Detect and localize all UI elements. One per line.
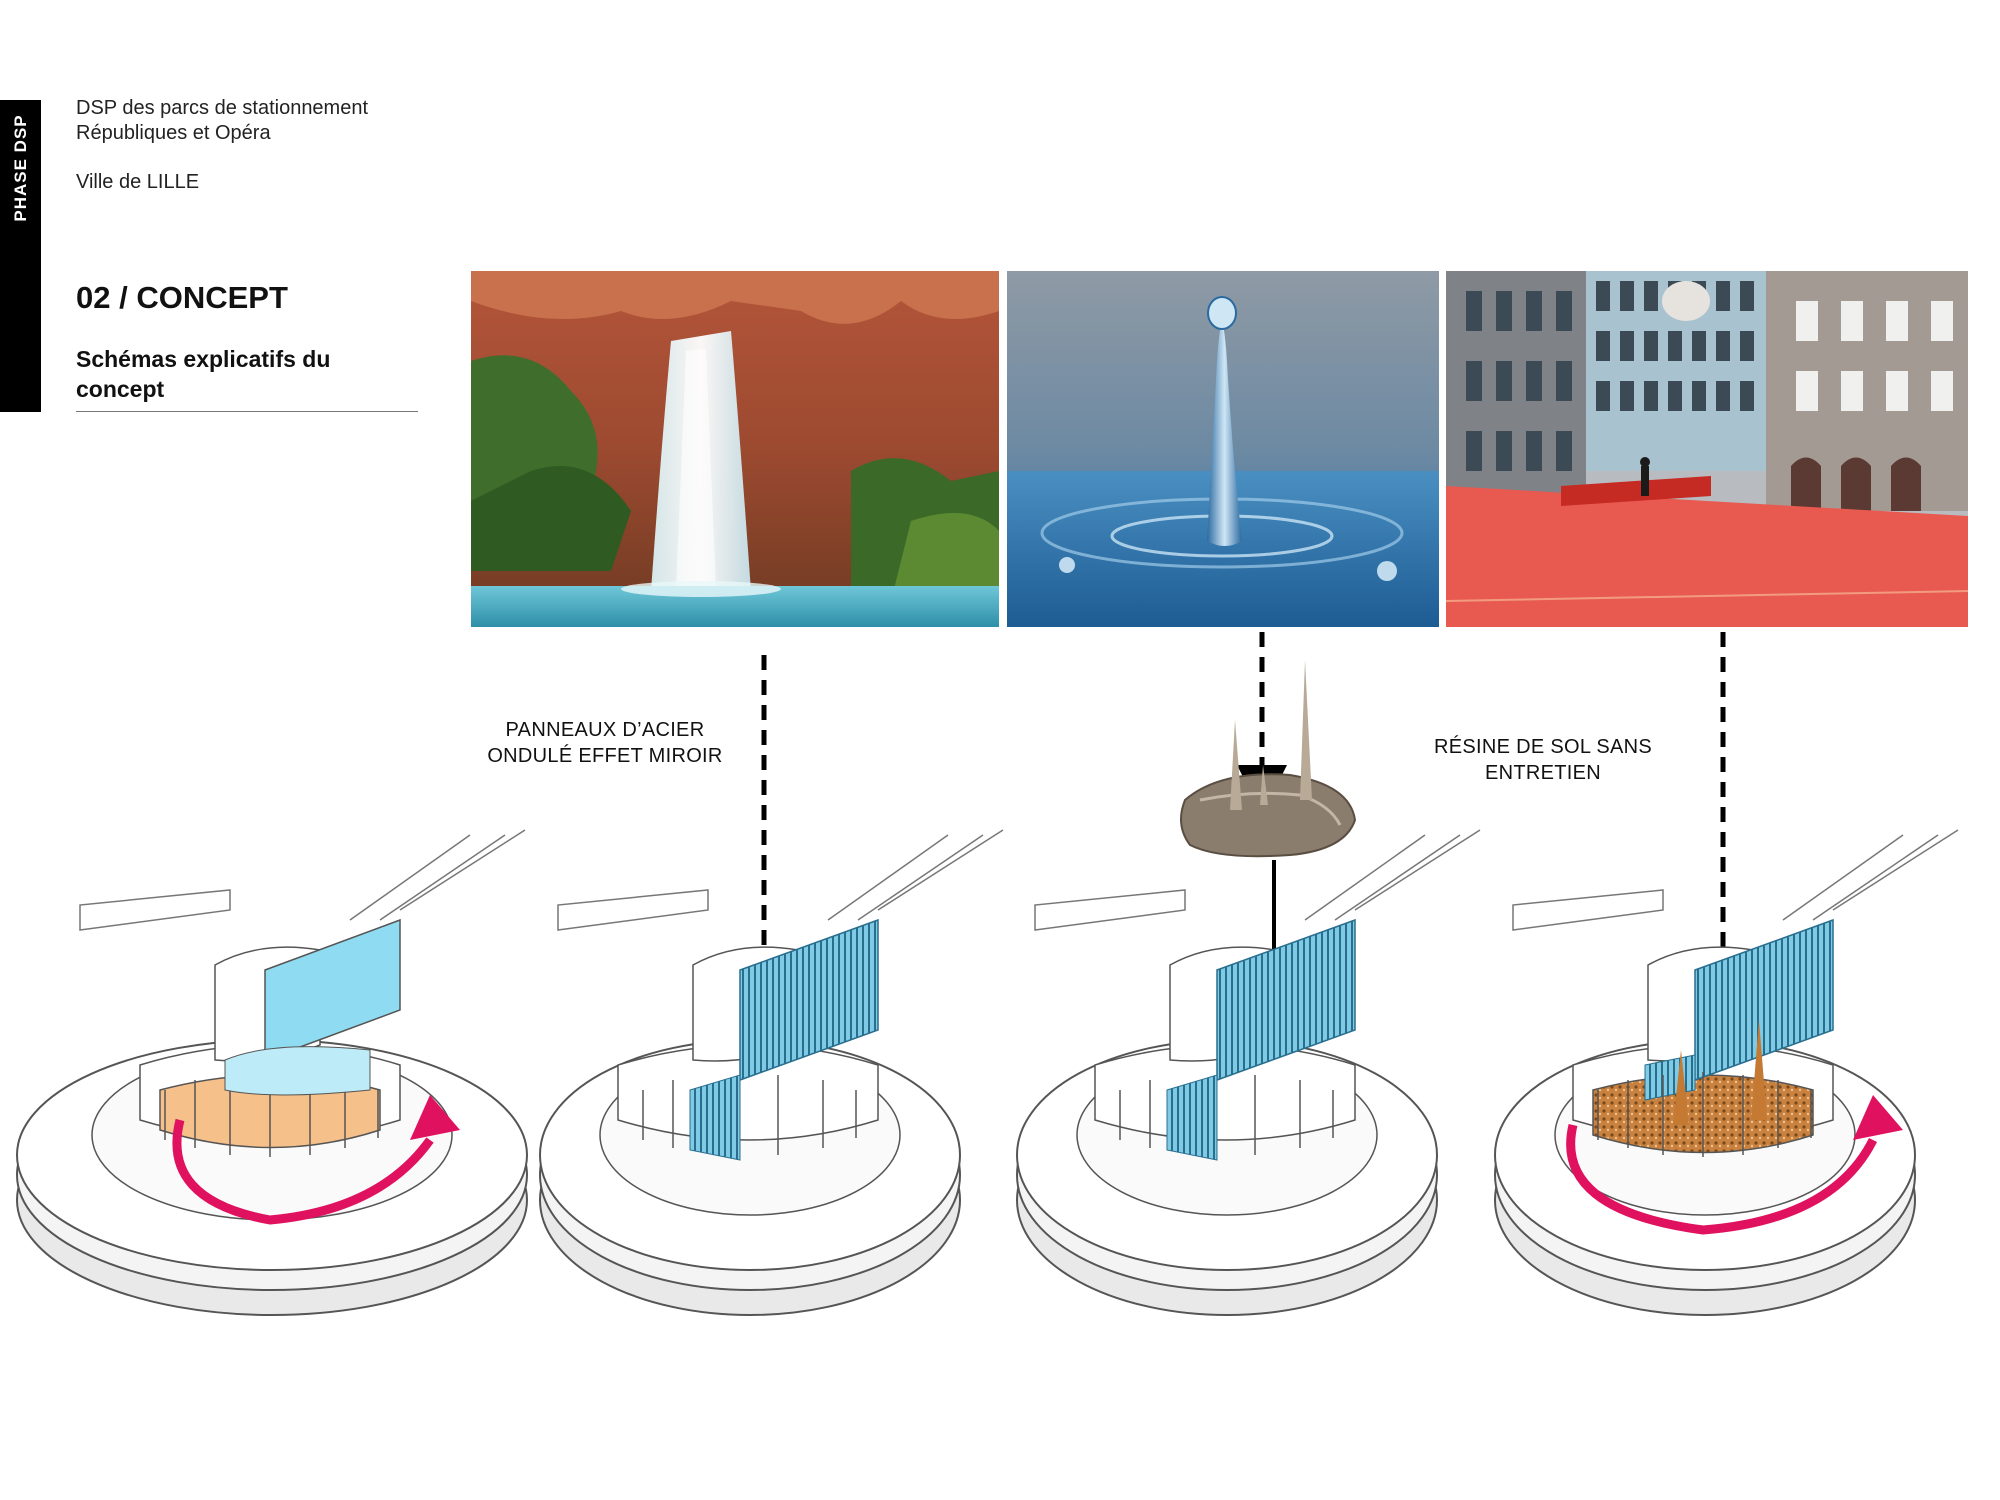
floor-resin-label-line-1: RÉSINE DE SOL SANS [1433, 736, 1653, 758]
section-title: 02 / CONCEPT [76, 280, 288, 315]
diagram-4 [1494, 829, 1959, 1316]
phase-label: PHASE DSP [10, 114, 30, 222]
resin-sample-icon [1180, 660, 1357, 858]
diagram-2 [539, 829, 1004, 1316]
floor-resin-label-line-2: ENTRETIEN [1484, 762, 1602, 784]
section-subtitle: Schémas explicatifs du concept [76, 346, 331, 402]
diagram-1 [16, 829, 528, 1316]
concept-diagrams [16, 632, 1959, 1316]
diagram-3 [1016, 829, 1481, 1316]
steel-panels-label-line-2: ONDULÉ EFFET MIROIR [487, 745, 723, 767]
waterfall-photo [471, 271, 999, 627]
water-drop-photo [1007, 271, 1439, 627]
red-courtyard-photo [1446, 271, 1968, 627]
steel-panels-label-line-1: PANNEAUX D’ACIER [505, 719, 705, 741]
project-line-2: Républiques et Opéra [76, 122, 271, 144]
floor-resin-label: RÉSINE DE SOL SANS ENTRETIEN [1418, 734, 1668, 786]
steel-panels-label: PANNEAUX D’ACIER ONDULÉ EFFET MIROIR [475, 717, 735, 769]
project-line-1: DSP des parcs de stationnement [76, 97, 369, 119]
phase-tab: PHASE DSP [0, 100, 41, 412]
client-name: Ville de LILLE [76, 171, 200, 193]
section-divider [76, 411, 418, 412]
